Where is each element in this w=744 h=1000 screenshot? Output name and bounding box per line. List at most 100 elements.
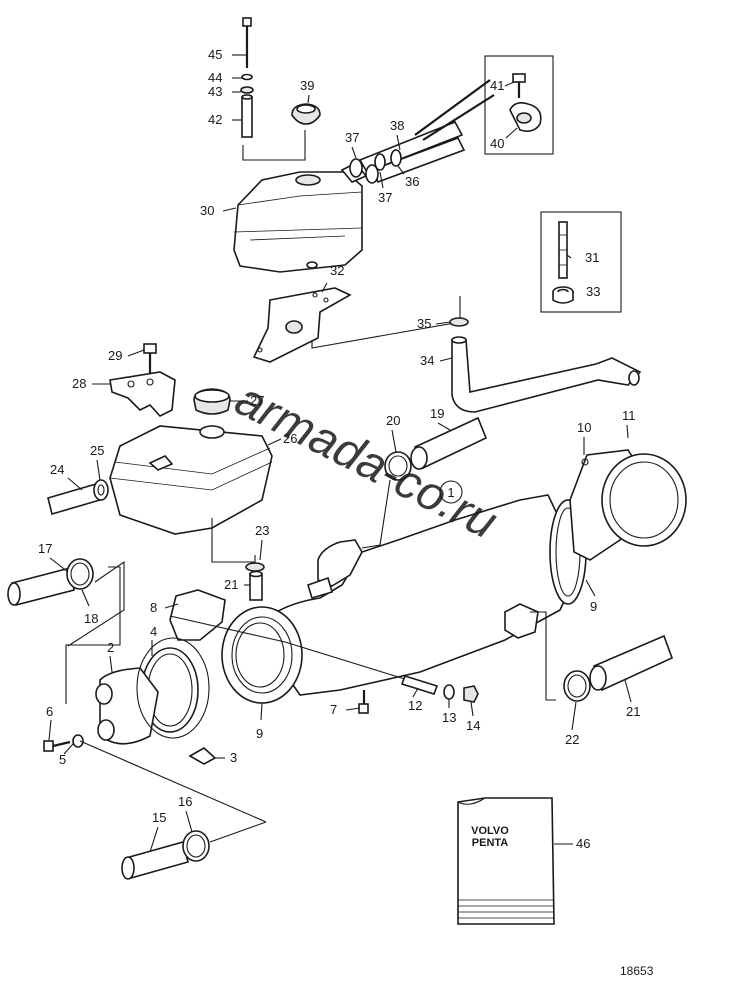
- callout-number: 16: [178, 794, 192, 809]
- callout-number: 3: [230, 750, 237, 765]
- callout-number: 37: [378, 190, 392, 205]
- stud-12-washer-13-nut-14: [400, 675, 479, 703]
- callout-number: 21: [224, 577, 238, 592]
- figure-number: 18653: [620, 964, 654, 978]
- callout-number: 19: [430, 406, 444, 421]
- callout-leader: [571, 701, 577, 731]
- callout-number: 20: [386, 413, 400, 428]
- note-marker: 1: [439, 480, 463, 504]
- hose-15-clamp-16: [121, 821, 267, 880]
- callout-leader: [624, 679, 632, 703]
- callout-leader: [267, 438, 282, 446]
- manual-46: VOLVO PENTA: [457, 797, 555, 925]
- callout-number: 32: [330, 263, 344, 278]
- bolt-45-assembly: [240, 17, 306, 161]
- callout-number: 38: [390, 118, 404, 133]
- inset-bracket-40-41: [484, 55, 554, 155]
- callout-leader: [345, 707, 361, 711]
- callout-number: 22: [565, 732, 579, 747]
- callout-number: 9: [590, 599, 597, 614]
- callout-number: 31: [585, 250, 599, 265]
- cap-27: [193, 388, 231, 415]
- callout-number: 34: [420, 353, 434, 368]
- callout-number: 43: [208, 84, 222, 99]
- hose-24-clamp-25: [47, 479, 109, 516]
- note-number: 1: [447, 485, 454, 500]
- hose-17-clamp-18: [7, 558, 125, 647]
- clip-3: [188, 747, 217, 765]
- heat-exchanger-body: [221, 449, 687, 704]
- callout-number: 24: [50, 462, 64, 477]
- callout-leader: [109, 655, 113, 673]
- nipple-21-washer-23: [245, 562, 265, 601]
- callout-number: 44: [208, 70, 222, 85]
- callout-number: 8: [150, 600, 157, 615]
- callout-number: 4: [150, 624, 157, 639]
- manual-brand-text-line2: PENTA: [472, 837, 509, 849]
- callout-leader: [585, 579, 596, 597]
- callout-leader: [435, 321, 451, 325]
- callout-number: 33: [586, 284, 600, 299]
- inset-stud-31-33: [540, 211, 622, 313]
- end-cover-2: [65, 566, 210, 745]
- callout-leader: [470, 701, 474, 717]
- hose-21-clamp-22: [563, 634, 674, 702]
- callout-leader: [412, 687, 419, 698]
- hose-36-38: [349, 79, 495, 184]
- callout-number: 41: [490, 78, 504, 93]
- callout-leader: [260, 702, 263, 721]
- hose-19-clamp-20: [361, 416, 488, 549]
- callout-leader: [351, 146, 357, 159]
- callout-number: 46: [576, 836, 590, 851]
- callout-leader: [379, 171, 384, 189]
- callout-leader: [149, 826, 159, 853]
- callout-number: 45: [208, 47, 222, 62]
- callout-number: 15: [152, 810, 166, 825]
- callout-number: 35: [417, 316, 431, 331]
- callout-leader: [307, 94, 310, 104]
- callout-leader: [164, 603, 179, 609]
- callout-leader: [63, 743, 74, 755]
- expansion-tank-30: [233, 161, 368, 273]
- callout-leader: [505, 127, 518, 139]
- callout-leader: [504, 81, 515, 87]
- callout-leader: [185, 810, 193, 833]
- callout-leader: [96, 459, 101, 481]
- callout-leader: [259, 539, 263, 561]
- callout-leader: [566, 254, 572, 259]
- callout-leader: [67, 477, 83, 491]
- callout-leader: [48, 719, 52, 741]
- callout-leader: [437, 422, 451, 431]
- callout-leader: [396, 134, 401, 151]
- bracket-28-bolt-29: [109, 343, 176, 417]
- callout-number: 42: [208, 112, 222, 127]
- callout-number: 37: [345, 130, 359, 145]
- callout-leader: [127, 349, 145, 357]
- manual-brand-text: VOLVO: [471, 825, 509, 837]
- callout-number: 29: [108, 348, 122, 363]
- callout-number: 10: [577, 420, 591, 435]
- callout-leader: [321, 282, 328, 293]
- callout-number: 13: [442, 710, 456, 725]
- callout-leader: [439, 357, 453, 362]
- pipe-34: [449, 317, 642, 413]
- callout-number: 25: [90, 443, 104, 458]
- callout-leader: [49, 557, 69, 573]
- plate-8: [169, 589, 409, 681]
- callout-number: 6: [46, 704, 53, 719]
- bracket-32: [252, 287, 461, 363]
- callout-number: 17: [38, 541, 52, 556]
- callout-number: 12: [408, 698, 422, 713]
- bolt-6-washer-5: [43, 734, 267, 823]
- callout-labels: 4544434239383737364140303132333534292827…: [38, 47, 640, 853]
- callout-number: 26: [283, 431, 297, 446]
- callout-leader: [391, 429, 397, 453]
- callout-number: 30: [200, 203, 214, 218]
- callout-number: 5: [59, 752, 66, 767]
- callout-number: 7: [330, 702, 337, 717]
- callout-number: 18: [84, 611, 98, 626]
- callout-number: 14: [466, 718, 480, 733]
- callout-number: 27: [250, 393, 264, 408]
- callout-leader: [626, 424, 629, 439]
- callout-number: 23: [255, 523, 269, 538]
